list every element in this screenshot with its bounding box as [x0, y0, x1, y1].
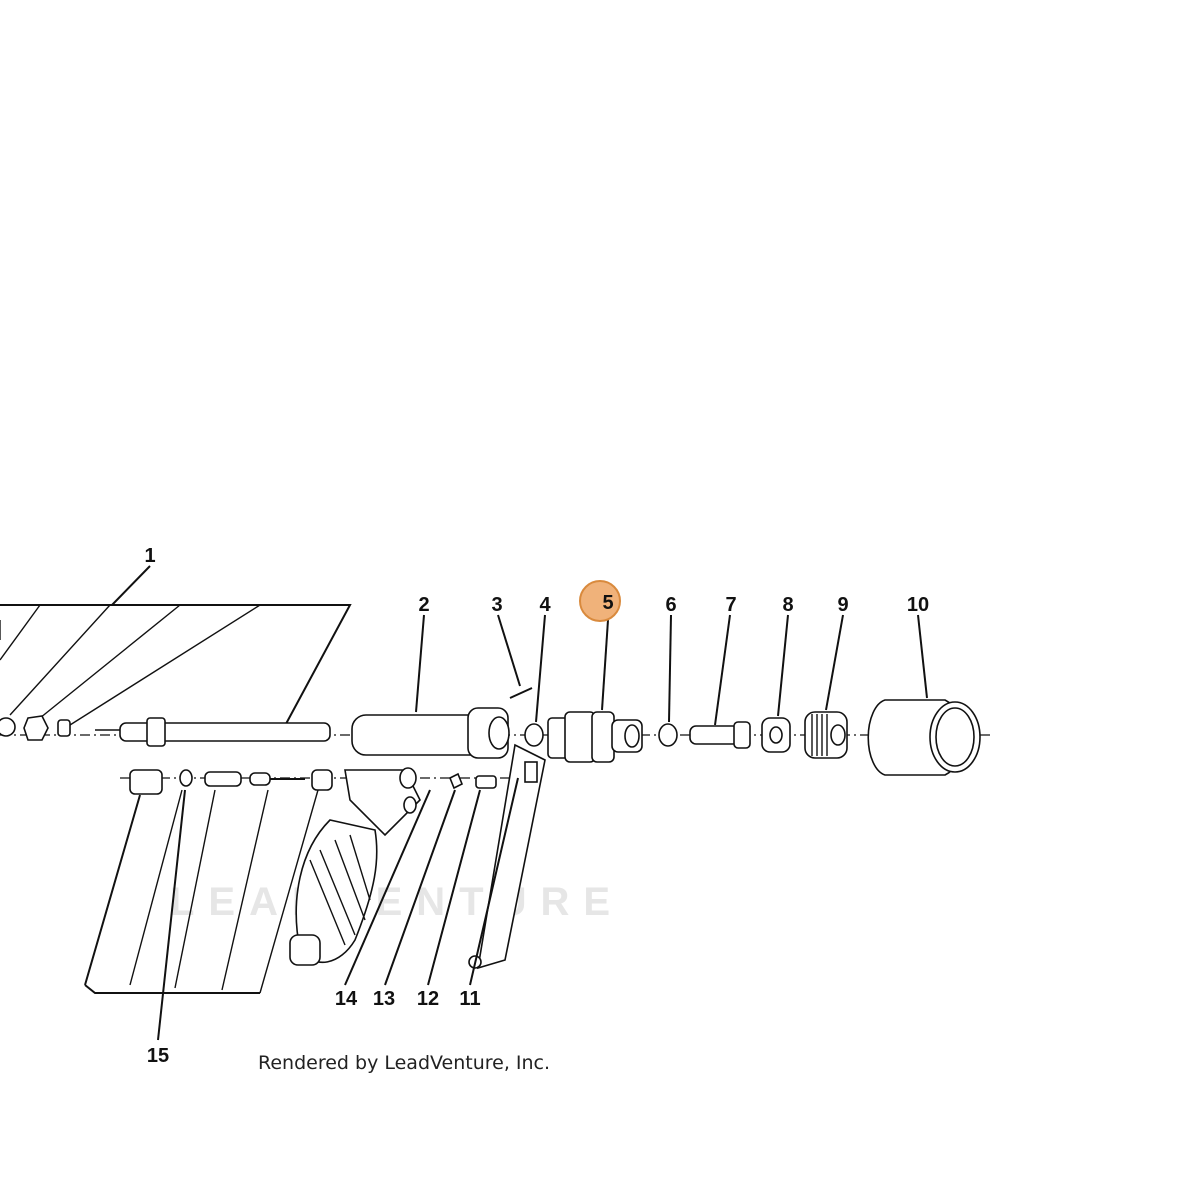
part-1-hose	[0, 604, 352, 747]
callout-11[interactable]: 11	[459, 988, 480, 1010]
callout-4[interactable]: 4	[539, 594, 551, 616]
callout-1[interactable]: 1	[144, 545, 155, 567]
callout-7[interactable]: 7	[725, 594, 736, 616]
part-5-fitting	[547, 711, 643, 763]
part-3-pin	[509, 687, 533, 699]
callout-13[interactable]: 13	[373, 988, 395, 1010]
callout-5-highlight[interactable]	[579, 580, 621, 622]
part-15-lower-assembly	[84, 769, 497, 994]
part-9-knurled-nut	[804, 711, 848, 759]
callout-10[interactable]: 10	[907, 594, 929, 616]
callout-8[interactable]: 8	[782, 594, 793, 616]
part-6-o-ring	[658, 723, 678, 747]
callout-12[interactable]: 12	[417, 988, 439, 1010]
callout-9[interactable]: 9	[837, 594, 848, 616]
part-2-gun-body	[289, 707, 510, 966]
credit-text: Rendered by LeadVenture, Inc.	[258, 1052, 550, 1074]
leader-lines	[111, 565, 928, 1041]
part-10-cap	[867, 699, 981, 776]
callout-labels: 1 2 3 4 5 6 7 8 9 10 11 12 13 14 15	[144, 545, 929, 1067]
part-7-shaft	[689, 721, 751, 749]
callout-14[interactable]: 14	[335, 988, 358, 1010]
callout-15[interactable]: 15	[147, 1045, 169, 1067]
watermark-text: LEADVENTURE	[170, 880, 624, 924]
callout-5[interactable]: 5	[602, 592, 613, 614]
part-8-washer	[761, 717, 791, 753]
part-4-ring	[524, 723, 544, 747]
callout-6[interactable]: 6	[665, 594, 676, 616]
callout-3[interactable]: 3	[491, 594, 502, 616]
callout-2[interactable]: 2	[418, 594, 429, 616]
